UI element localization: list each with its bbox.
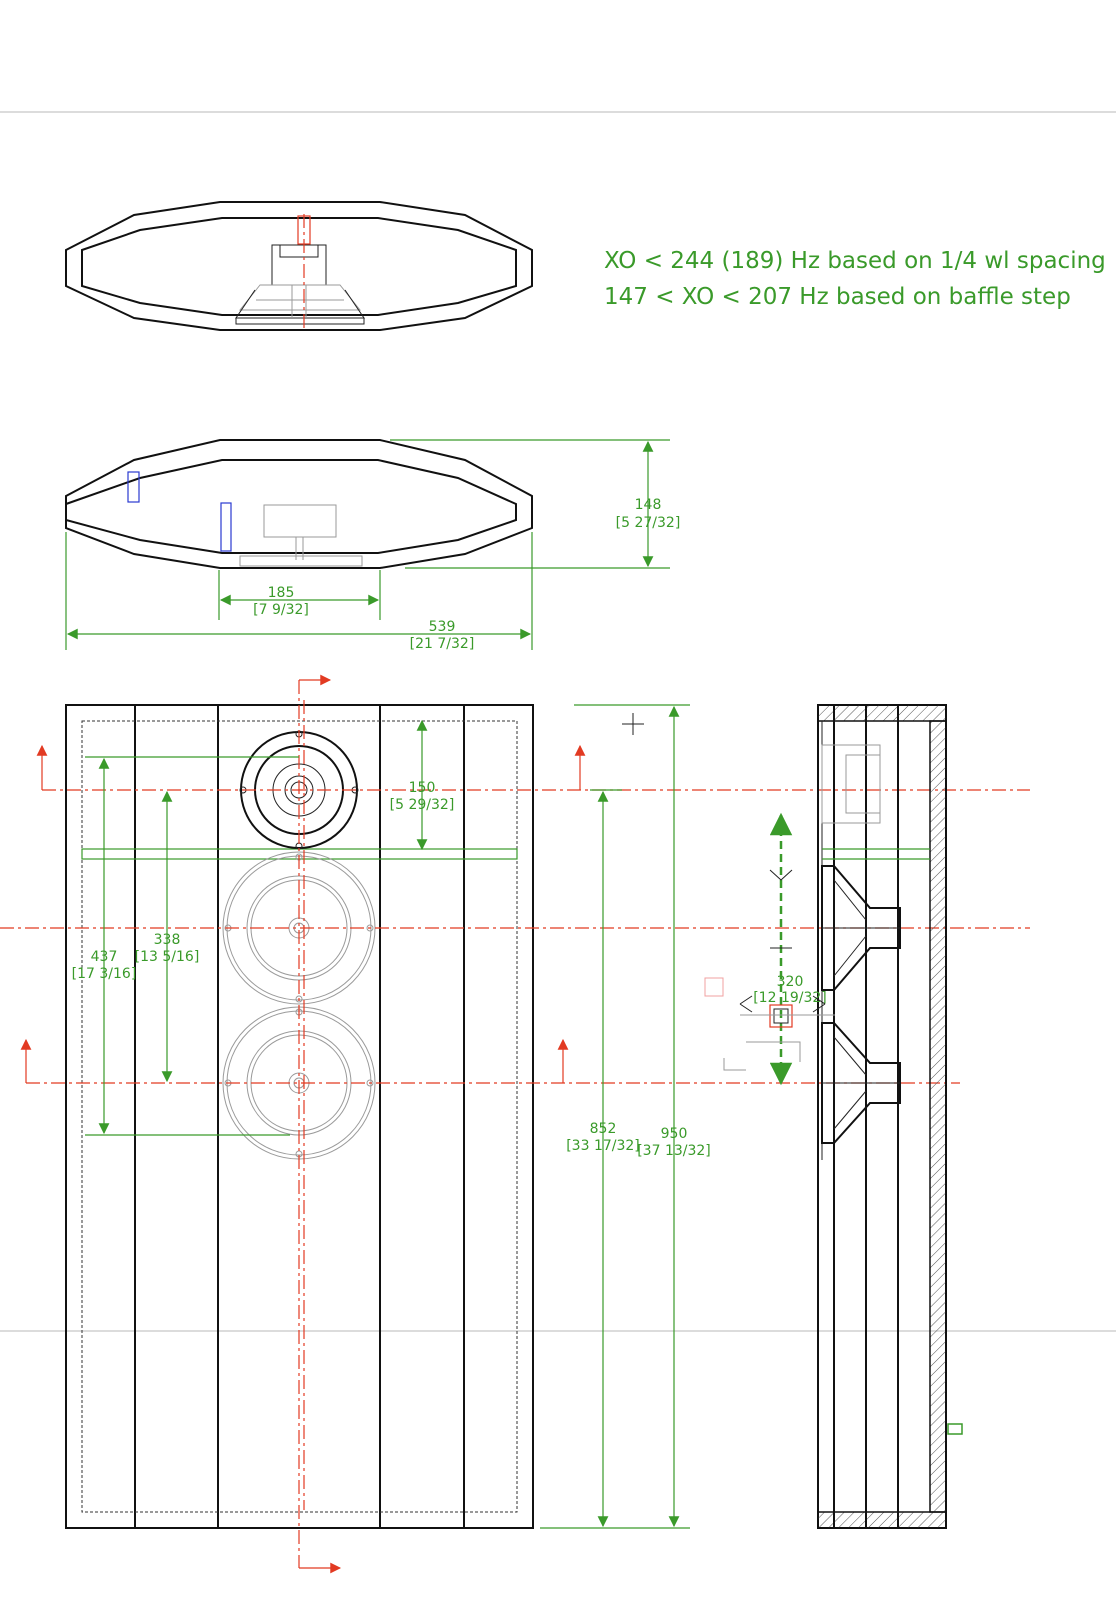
- dim-overall-width-value: 539: [429, 619, 456, 635]
- dim-depth-value: 148: [635, 497, 662, 513]
- dim-overall-height-imperial: [37 13/32]: [637, 1143, 711, 1159]
- crossover-note-wavelength: XO < 244 (189) Hz based on 1/4 wl spacin…: [604, 248, 1106, 274]
- dim-depth-imperial: [5 27/32]: [616, 515, 681, 531]
- dim-outer-span-imperial: [17 3/16]: [72, 966, 137, 982]
- front-elevation-view: 150 [5 29/32] 437 [17 3/16] 338 [13 5/16…: [0, 674, 1030, 1574]
- dim-tweeter-offset-imperial: [5 29/32]: [390, 797, 455, 813]
- top-plan-view: [65, 201, 533, 331]
- dim-outer-span-value: 437: [91, 949, 118, 965]
- dim-side-value: 320: [777, 974, 804, 990]
- dim-tweeter-offset-value: 150: [409, 780, 436, 796]
- dim-overall-height-value: 950: [661, 1126, 688, 1142]
- dim-woofer-spacing-value: 338: [154, 932, 181, 948]
- side-section-view: 320 [12 19/32]: [704, 704, 963, 1529]
- dim-driver-width-value: 185: [268, 585, 295, 601]
- dim-driver-width-imperial: [7 9/32]: [253, 602, 309, 618]
- dim-woofer-spacing-imperial: [13 5/16]: [135, 949, 200, 965]
- dim-side-imperial: [12 19/32]: [753, 990, 827, 1006]
- section-plan-view: 148 [5 27/32] 185 [7 9/32] 539 [21 7/32]: [65, 439, 681, 652]
- crossover-note-baffle-step: 147 < XO < 207 Hz based on baffle step: [604, 284, 1071, 310]
- dim-overall-width-imperial: [21 7/32]: [410, 636, 475, 652]
- dim-inner-height-value: 852: [590, 1121, 617, 1137]
- dim-inner-height-imperial: [33 17/32]: [566, 1138, 640, 1154]
